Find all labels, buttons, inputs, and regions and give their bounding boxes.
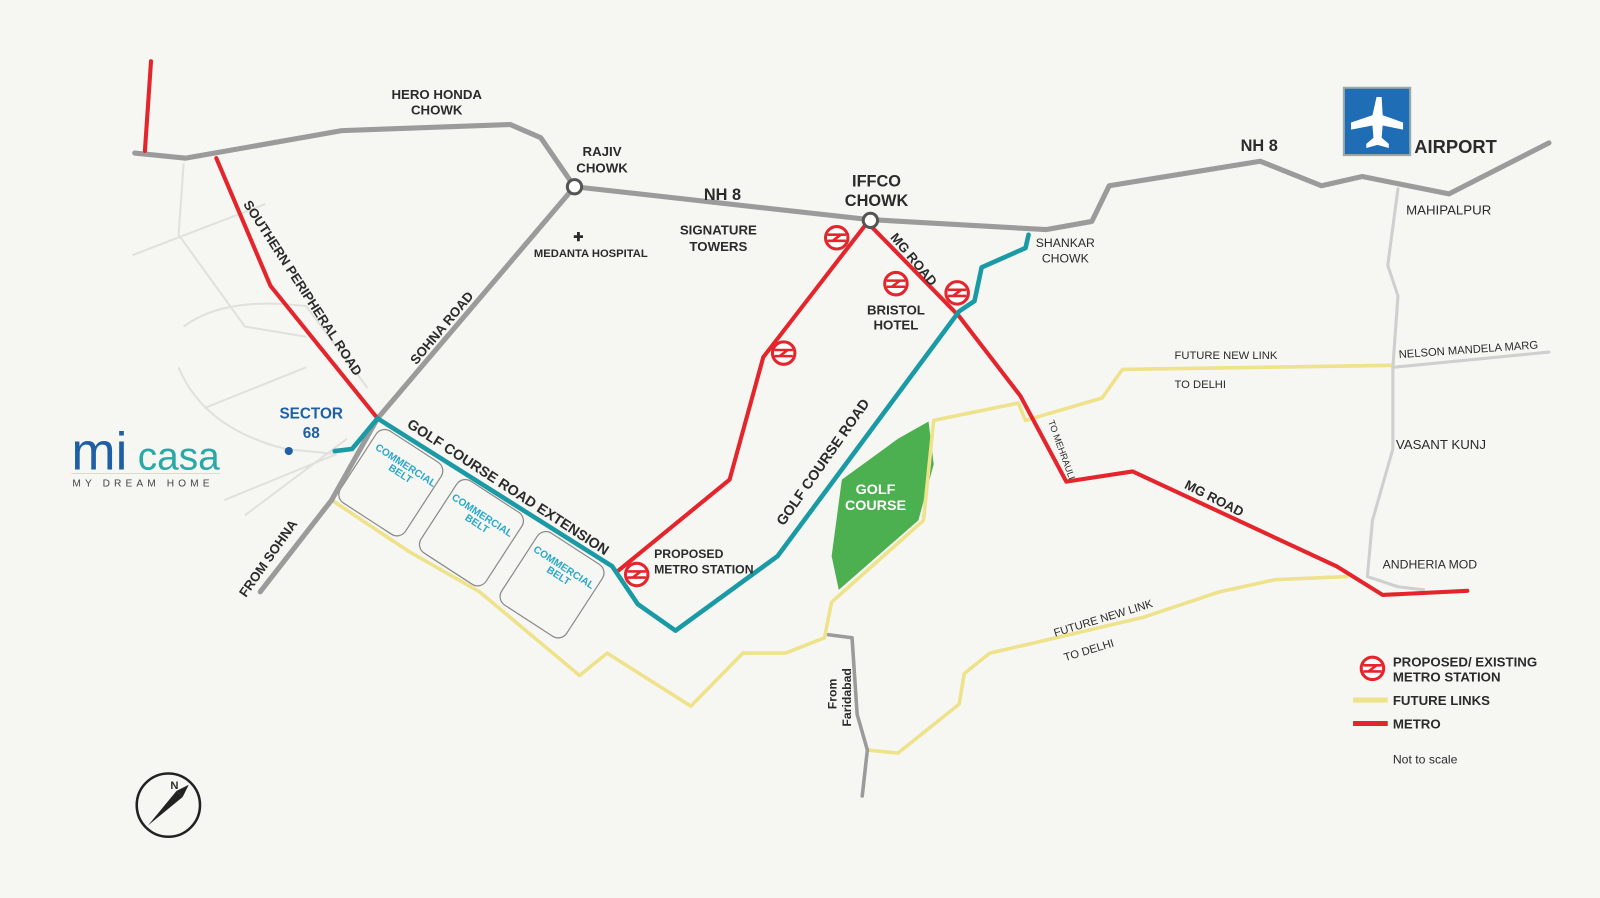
- label-nh8: NH 8: [1241, 137, 1278, 155]
- mahipalpur-road: [1365, 187, 1426, 592]
- compass-north: N: [170, 780, 178, 792]
- legend-future-label: FUTURE LINKS: [1393, 693, 1490, 708]
- label-hero-honda: HERO HONDA: [391, 87, 482, 102]
- label-bristol: BRISTOL: [867, 302, 925, 317]
- label-iffco-2: CHOWK: [845, 192, 909, 210]
- label-andheria-mod: ANDHERIA MOD: [1383, 557, 1478, 571]
- label-medanta: MEDANTA HOSPITAL: [534, 248, 648, 260]
- label-proposed-metro: PROPOSED: [654, 547, 724, 561]
- highways: [132, 121, 1552, 798]
- label-sector-68: SECTOR: [279, 405, 342, 422]
- label-airport: AIRPORT: [1414, 136, 1497, 157]
- iffco-chowk-node: [861, 211, 880, 230]
- local-roads: [132, 163, 369, 517]
- label-future-link: FUTURE NEW LINK: [1174, 350, 1277, 362]
- commercial-belt-block: [338, 428, 444, 537]
- legend-station-label: PROPOSED/ EXISTING: [1393, 654, 1537, 669]
- sector-68-dot: [284, 446, 293, 456]
- hospital-icon: ✚: [573, 230, 583, 244]
- label-bristol-2: HOTEL: [873, 318, 918, 333]
- label-sector-68-2: 68: [303, 425, 321, 442]
- metro-station-icon: [823, 225, 850, 251]
- metro-station-icon: [770, 340, 797, 366]
- label-rajiv-2: CHOWK: [576, 160, 628, 175]
- airport-icon: [1342, 86, 1412, 157]
- label-iffco: IFFCO: [852, 173, 901, 191]
- nelson-mandela-marg: [1391, 350, 1551, 369]
- label-signature: SIGNATURE: [680, 223, 757, 238]
- rajiv-chowk-node: [565, 178, 584, 196]
- metro-station-icon: [623, 561, 650, 588]
- label-to-delhi: TO DELHI: [1174, 379, 1226, 391]
- legend: PROPOSED/ EXISTING METRO STATION FUTURE …: [1353, 654, 1537, 766]
- label-golf-course: GOLF: [856, 482, 896, 498]
- future-links: [329, 363, 1395, 755]
- legend-metro-station-icon: [1359, 655, 1386, 682]
- label-nh8: NH 8: [704, 186, 741, 204]
- legend-scale-note: Not to scale: [1393, 752, 1458, 766]
- label-hero-honda-2: CHOWK: [411, 102, 463, 117]
- logo-word: casa: [138, 435, 220, 478]
- label-shankar: SHANKAR: [1036, 236, 1095, 250]
- legend-station-label-2: METRO STATION: [1393, 670, 1501, 685]
- sohna-road: [257, 184, 578, 595]
- legend-metro-label: METRO: [1393, 717, 1441, 732]
- nh8-road: [132, 121, 1552, 233]
- label-from-faridabad: From: [826, 679, 840, 710]
- metro-station-icon: [944, 280, 970, 306]
- logo-mark: mi: [71, 422, 127, 481]
- commercial-belt-block: [499, 530, 605, 639]
- label-proposed-metro-2: METRO STATION: [654, 562, 754, 576]
- label-golf-course-2: COURSE: [845, 498, 906, 514]
- label-rajiv: RAJIV: [583, 144, 622, 159]
- label-signature-2: TOWERS: [689, 239, 747, 254]
- commercial-belt-block: [418, 478, 524, 587]
- golf-course-road: [332, 232, 1031, 633]
- label-from-faridabad-2: Faridabad: [840, 668, 854, 726]
- label-vasant-kunj: VASANT KUNJ: [1396, 437, 1486, 452]
- label-shankar-2: CHOWK: [1042, 251, 1090, 265]
- micasa-logo: mi casa MY DREAM HOME: [71, 422, 221, 490]
- label-mahipalpur: MAHIPALPUR: [1406, 202, 1491, 217]
- commercial-belts: [338, 428, 605, 639]
- faridabad-road: [826, 632, 870, 798]
- compass-icon: N: [135, 772, 202, 839]
- golf-course-area: [831, 421, 934, 590]
- metro-lines: [142, 59, 1470, 597]
- metro-station-icon: [883, 270, 909, 297]
- logo-tagline: MY DREAM HOME: [72, 479, 213, 490]
